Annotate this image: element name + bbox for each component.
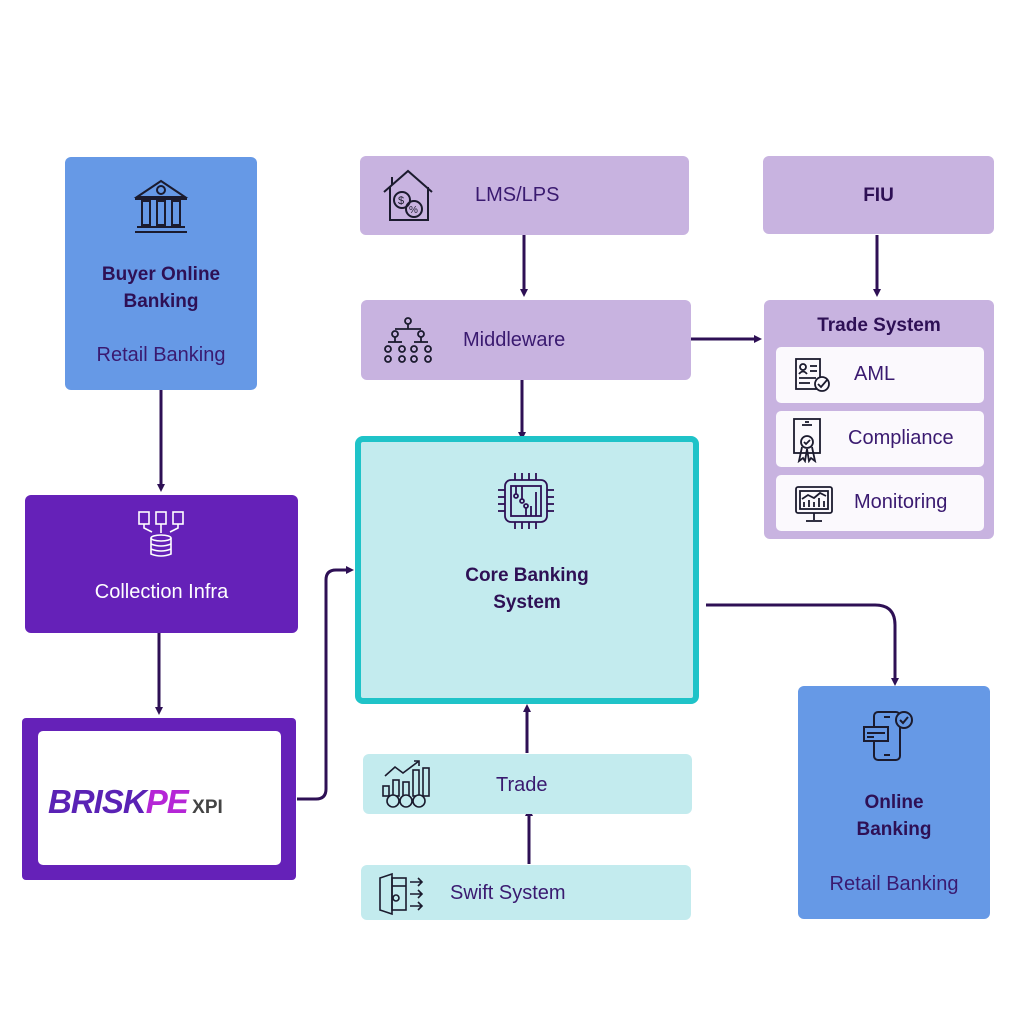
document-check-icon <box>794 357 832 393</box>
online-banking-node[interactable]: Online Banking Retail Banking <box>798 686 990 919</box>
trade-node[interactable]: Trade <box>363 754 692 814</box>
buyer-online-banking-node[interactable]: Buyer Online Banking Retail Banking <box>65 157 257 390</box>
middleware-title: Middleware <box>463 329 566 351</box>
online-banking-title: Online Banking <box>856 792 932 840</box>
trade-system-item-aml[interactable]: AML <box>776 347 984 403</box>
buyer-online-banking-title: Buyer Online Banking <box>101 264 221 312</box>
lms-lps-node[interactable]: $ % LMS/LPS <box>360 156 689 235</box>
certificate-icon <box>792 417 822 463</box>
compliance-label: Compliance <box>848 427 954 449</box>
buyer-online-banking-subtitle: Retail Banking <box>96 344 226 366</box>
swift-system-node[interactable]: Swift System <box>361 865 691 920</box>
trade-system-item-compliance[interactable]: Compliance <box>776 411 984 467</box>
core-banking-node[interactable]: Core Banking System <box>355 436 699 704</box>
swift-system-title: Swift System <box>450 882 566 904</box>
hierarchy-icon <box>383 317 433 365</box>
monitor-chart-icon <box>794 485 834 525</box>
online-banking-subtitle: Retail Banking <box>829 873 959 895</box>
trade-system-node[interactable]: Trade System AML Compliance <box>764 300 994 539</box>
collection-infra-title: Collection Infra <box>94 581 229 603</box>
briskpe-logo-suffix: XPI <box>192 797 223 818</box>
collection-infra-node[interactable]: Collection Infra <box>25 495 298 633</box>
aml-label: AML <box>854 363 896 385</box>
house-loan-icon: $ % <box>382 168 434 224</box>
core-banking-title: Core Banking System <box>465 565 589 613</box>
svg-text:$: $ <box>398 195 404 207</box>
monitoring-label: Monitoring <box>854 491 948 513</box>
trade-title: Trade <box>496 774 548 796</box>
arrow-briskpe-to-core <box>297 566 354 801</box>
briskpe-logo-panel: BRISKPE XPI <box>38 731 281 865</box>
trade-system-title: Trade System <box>817 315 941 336</box>
trade-system-item-monitoring[interactable]: Monitoring <box>776 475 984 531</box>
middleware-node[interactable]: Middleware <box>361 300 691 380</box>
arrow-core-to-online-banking <box>706 603 899 686</box>
briskpe-node[interactable]: BRISKPE XPI <box>22 718 296 880</box>
bank-icon <box>133 177 189 235</box>
briskpe-logo: BRISKPE XPI <box>48 783 223 821</box>
wallet-transfer-icon <box>378 872 426 916</box>
fiu-node[interactable]: FIU <box>763 156 994 234</box>
database-docs-icon <box>137 510 185 560</box>
briskpe-logo-accent: PE <box>145 783 189 820</box>
trade-chart-icon <box>381 760 431 810</box>
lms-lps-title: LMS/LPS <box>475 184 560 206</box>
svg-text:%: % <box>409 205 418 216</box>
mobile-payment-icon <box>862 709 916 763</box>
fiu-title: FIU <box>863 185 894 206</box>
briskpe-logo-main: BRISK <box>48 783 147 820</box>
chip-icon <box>495 470 557 532</box>
